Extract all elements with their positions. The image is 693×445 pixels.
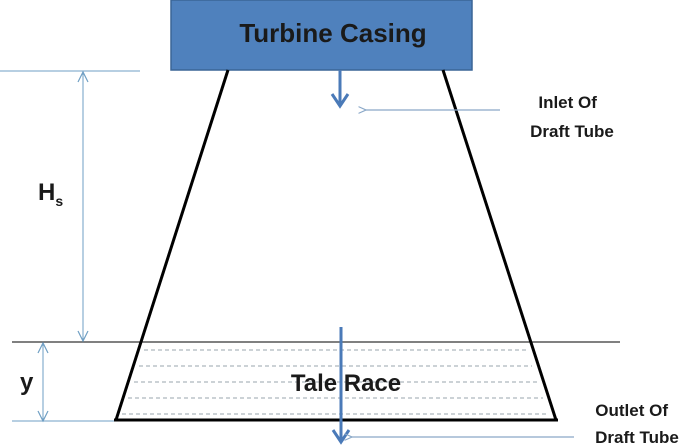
- draft-tube-right-wall: [441, 69, 558, 421]
- outlet-label: Outlet Of Draft Tube: [595, 401, 679, 445]
- y-label: y: [20, 369, 34, 396]
- hs-arrow-bottom: [77, 330, 89, 343]
- outlet-label-line1: Outlet Of: [595, 401, 668, 420]
- inlet-label-line2: Draft Tube: [530, 122, 614, 141]
- draft-tube-left-wall: [114, 69, 230, 421]
- hs-label: Hs: [38, 179, 63, 209]
- outlet-label-line2: Draft Tube: [595, 428, 679, 445]
- y-arrow-bottom: [37, 410, 49, 423]
- inlet-flow-arrow-head: [330, 93, 350, 109]
- hs-label-subscript: s: [55, 193, 63, 209]
- inlet-label-line1: Inlet Of: [538, 93, 597, 112]
- turbine-casing-box: [170, 0, 473, 71]
- hs-arrow-top: [77, 70, 89, 83]
- hs-label-main: H: [38, 179, 55, 206]
- turbine-casing-label: Turbine Casing: [239, 18, 426, 48]
- inlet-label: Inlet Of Draft Tube: [530, 93, 614, 141]
- tail-race-label: Tale Race: [291, 370, 401, 397]
- y-arrow-top: [37, 341, 49, 354]
- water-dashed-lines: [122, 349, 549, 415]
